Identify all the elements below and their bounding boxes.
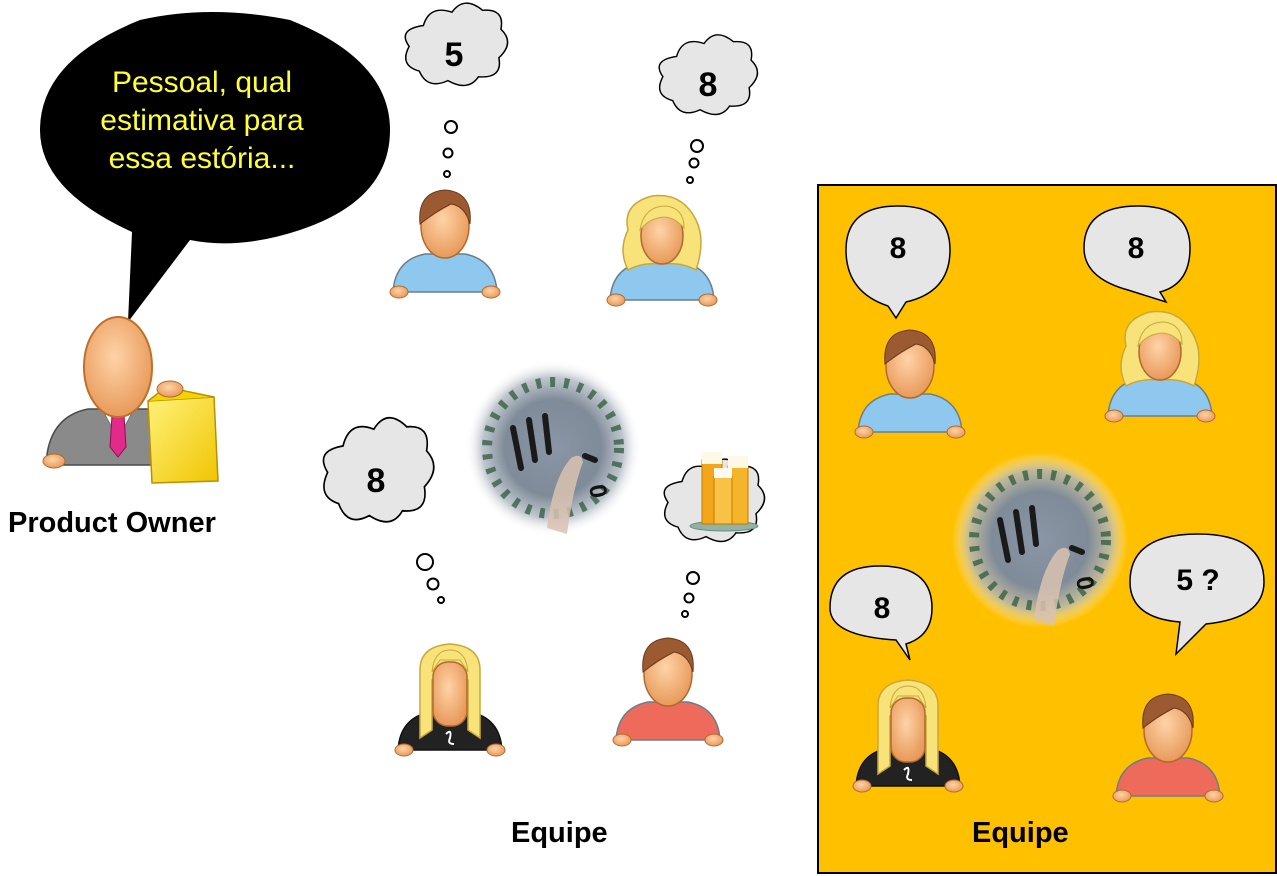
thought-bubbles-top-right xyxy=(686,139,704,184)
team-member-bottom-left xyxy=(394,643,506,757)
speech-value-bottom-right: 5 ? xyxy=(1176,564,1220,597)
thought-bubbles-bottom-right xyxy=(681,571,700,618)
product-owner-avatar xyxy=(42,316,219,484)
thought-bubbles-top-left xyxy=(442,120,458,178)
beer-glasses-icon xyxy=(689,452,759,532)
speech-value-top-left: 8 xyxy=(889,232,907,265)
left-team-label: Equipe xyxy=(511,817,608,849)
team-member-bottom-right xyxy=(612,637,724,747)
speech-bubble-top-left xyxy=(845,205,951,320)
thought-value-bottom-left: 8 xyxy=(366,462,386,500)
thought-value-top-right: 8 xyxy=(698,66,718,104)
planning-poker-disc xyxy=(465,360,641,536)
right-planning-poker-disc xyxy=(952,452,1128,628)
speech-bubble-top-right xyxy=(1083,205,1191,304)
speech-value-top-right: 8 xyxy=(1127,232,1145,265)
speech-line-3: essa estória... xyxy=(108,142,296,175)
product-owner-speech-bubble xyxy=(40,12,390,322)
speech-value-bottom-left: 8 xyxy=(873,592,891,625)
speech-bubble-bottom-right xyxy=(1129,533,1265,657)
thought-bubbles-bottom-left xyxy=(416,553,445,604)
speech-bubble-bottom-left xyxy=(829,565,933,661)
speech-line-1: Pessoal, qual xyxy=(111,66,293,99)
speech-line-2: estimativa para xyxy=(100,104,304,137)
thought-value-top-left: 5 xyxy=(444,36,464,74)
team-member-top-right xyxy=(606,194,718,307)
right-team-label: Equipe xyxy=(972,817,1069,849)
product-owner-label: Product Owner xyxy=(8,507,216,539)
product-owner-speech: Pessoal, qual estimativa para essa estór… xyxy=(82,64,322,178)
team-member-top-left xyxy=(389,189,501,299)
